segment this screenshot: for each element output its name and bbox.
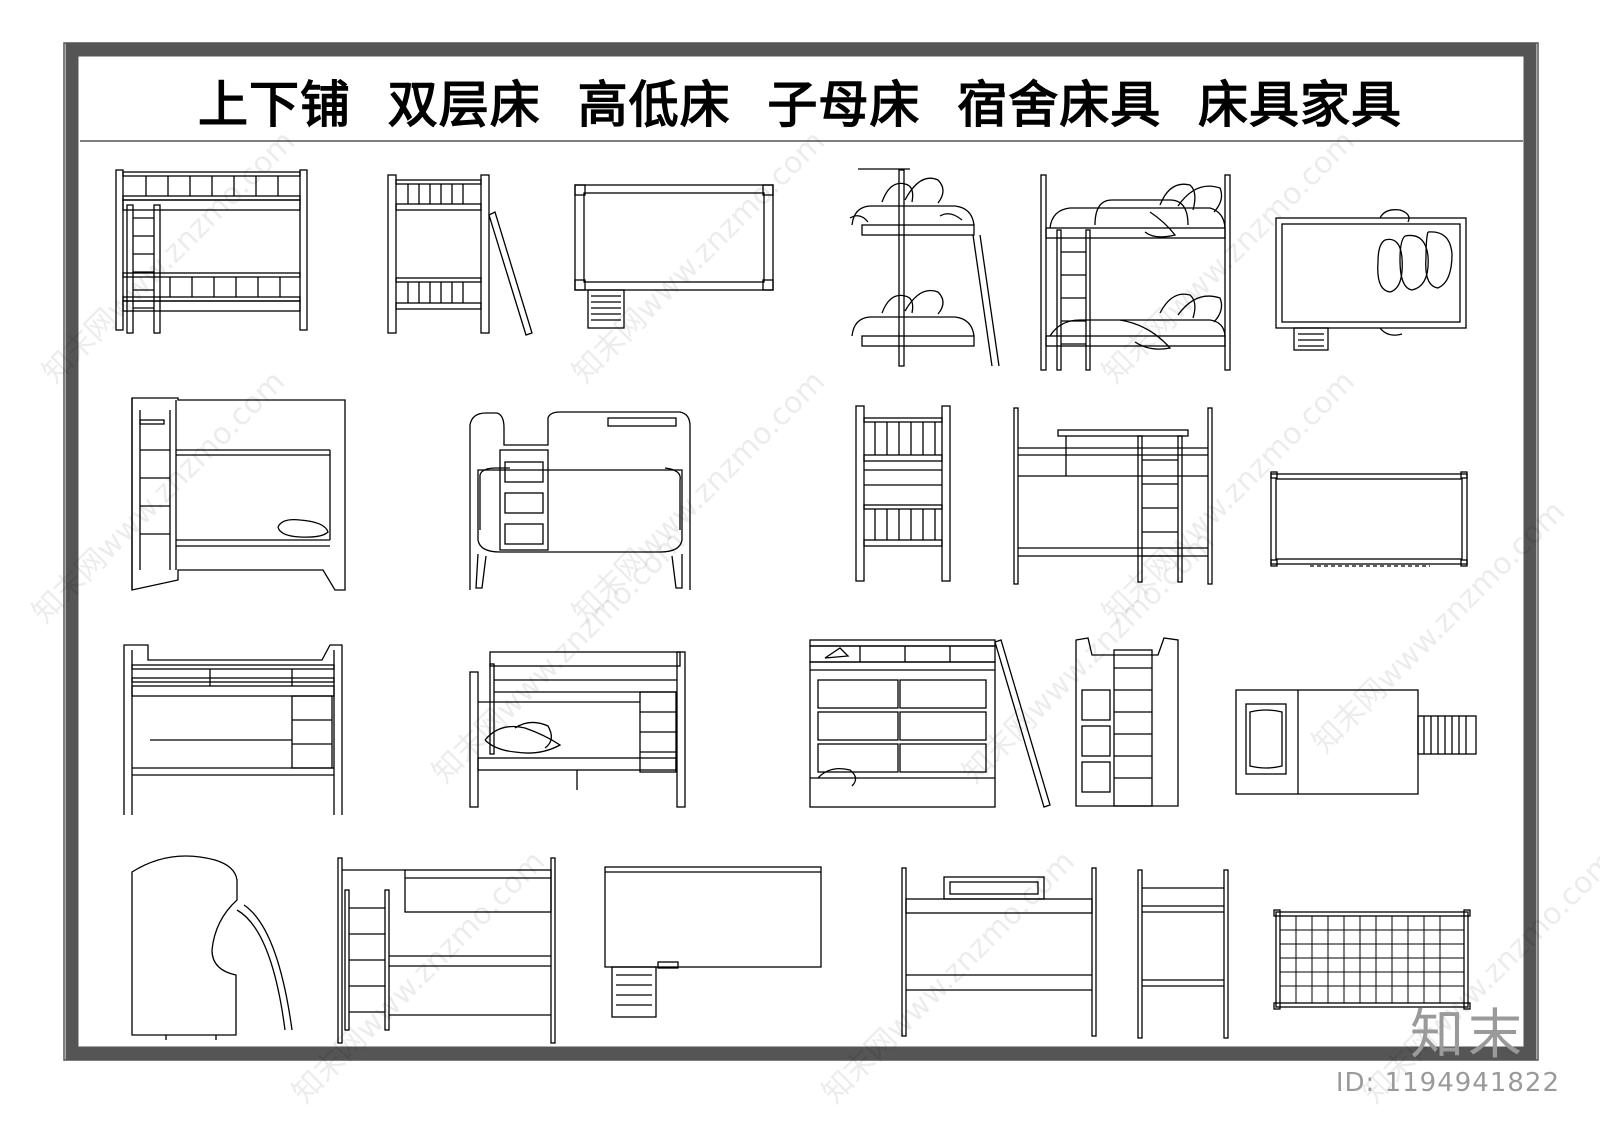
modern-bunk-bed-with-ladder-box [469, 411, 691, 590]
bunk-bed-plan-mesh [1273, 909, 1471, 1010]
bunk-bed-front-guard-rails [123, 644, 343, 815]
bunk-bed-front-headboard [901, 867, 1097, 1037]
bunk-bed-front-slatted-ladder-left [115, 169, 308, 334]
bunk-bed-side-curved-ladder [131, 855, 293, 1040]
bunk-bed-plan-with-pillows [1275, 209, 1467, 351]
bunk-bed-side-open [1137, 869, 1229, 1039]
site-logo-text: 知末 [1410, 1003, 1526, 1066]
bunk-bed-side-slatted-with-ladder [387, 174, 533, 336]
bunk-bed-side-with-storage-stairs [1075, 637, 1179, 807]
sheet-outer-border [63, 42, 1539, 1061]
bunk-bed-side-slatted [855, 405, 951, 582]
bunk-bed-plan-with-steps [574, 184, 774, 329]
bunk-bed-plan-with-ladder [1235, 689, 1477, 795]
metal-bunk-bed-side-with-bedding [849, 168, 1000, 367]
bunk-bed-front-ladder-left [337, 857, 556, 1044]
metal-bunk-bed-front-with-bedding [1040, 174, 1231, 371]
cabin-bunk-bed-front [131, 397, 346, 591]
page-title: 上下铺 双层床 高低床 子母床 宿舍床具 床具家具 [197, 76, 1403, 134]
twin-over-full-bunk-bed [469, 651, 686, 808]
loft-bed-plan-with-steps [604, 866, 822, 1018]
bunk-bed-plan-simple [1270, 471, 1468, 567]
image-id-label: ID: 1194941822 [1335, 1068, 1560, 1098]
sheet-frame [65, 43, 1537, 1060]
bunk-bed-front-ladder-right [1013, 407, 1213, 585]
loft-bed-with-drawer-cabinet [809, 639, 1051, 808]
